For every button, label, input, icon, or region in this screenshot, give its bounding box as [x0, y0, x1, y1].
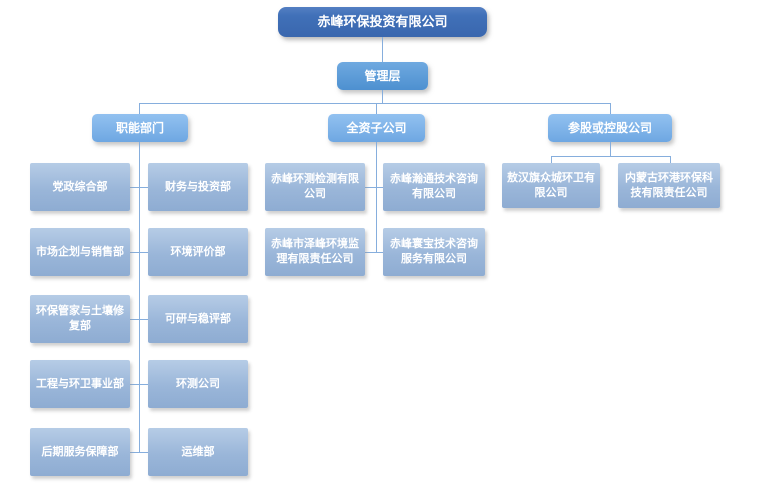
- org-node-subsidiary: 赤峰寰宝技术咨询服务有限公司: [383, 228, 485, 276]
- connector-line: [130, 187, 148, 188]
- org-node-subsidiary: 赤峰瀚通技术咨询有限公司: [383, 163, 485, 211]
- connector-line: [139, 103, 140, 114]
- org-node-branch-functional: 职能部门: [92, 114, 188, 142]
- org-node-branch-wholly-owned: 全资子公司: [328, 114, 425, 142]
- org-node-dept: 可研与稳评部: [148, 295, 248, 343]
- org-node-invested-company: 敖汉旗众城环卫有限公司: [502, 163, 600, 208]
- org-node-root: 赤峰环保投资有限公司: [278, 7, 487, 37]
- org-node-branch-invested: 参股或控股公司: [548, 114, 672, 142]
- connector-line: [130, 384, 148, 385]
- connector-line: [139, 142, 140, 452]
- connector-line: [610, 142, 611, 156]
- connector-line: [382, 37, 383, 62]
- org-node-dept: 后期服务保障部: [30, 428, 130, 476]
- org-node-dept: 财务与投资部: [148, 163, 248, 211]
- org-node-management: 管理层: [337, 62, 428, 90]
- org-node-subsidiary: 赤峰市泽峰环境监理有限责任公司: [265, 228, 365, 276]
- org-node-dept: 市场企划与销售部: [30, 228, 130, 276]
- org-node-dept: 环保管家与土壤修复部: [30, 295, 130, 343]
- connector-line: [365, 252, 383, 253]
- org-node-subsidiary: 赤峰环测检测有限公司: [265, 163, 365, 211]
- org-node-dept: 党政综合部: [30, 163, 130, 211]
- org-node-invested-company: 内蒙古环港环保科技有限责任公司: [618, 163, 720, 208]
- connector-line: [551, 156, 670, 157]
- connector-line: [365, 187, 383, 188]
- connector-line: [376, 142, 377, 252]
- connector-line: [610, 103, 611, 114]
- connector-line: [139, 103, 611, 104]
- org-node-dept: 环测公司: [148, 360, 248, 408]
- connector-line: [130, 319, 148, 320]
- connector-line: [130, 252, 148, 253]
- org-node-dept: 环境评价部: [148, 228, 248, 276]
- org-node-dept: 工程与环卫事业部: [30, 360, 130, 408]
- connector-line: [130, 452, 148, 453]
- org-node-dept: 运维部: [148, 428, 248, 476]
- connector-line: [382, 90, 383, 103]
- connector-line: [551, 156, 552, 163]
- connector-line: [376, 103, 377, 114]
- connector-line: [670, 156, 671, 163]
